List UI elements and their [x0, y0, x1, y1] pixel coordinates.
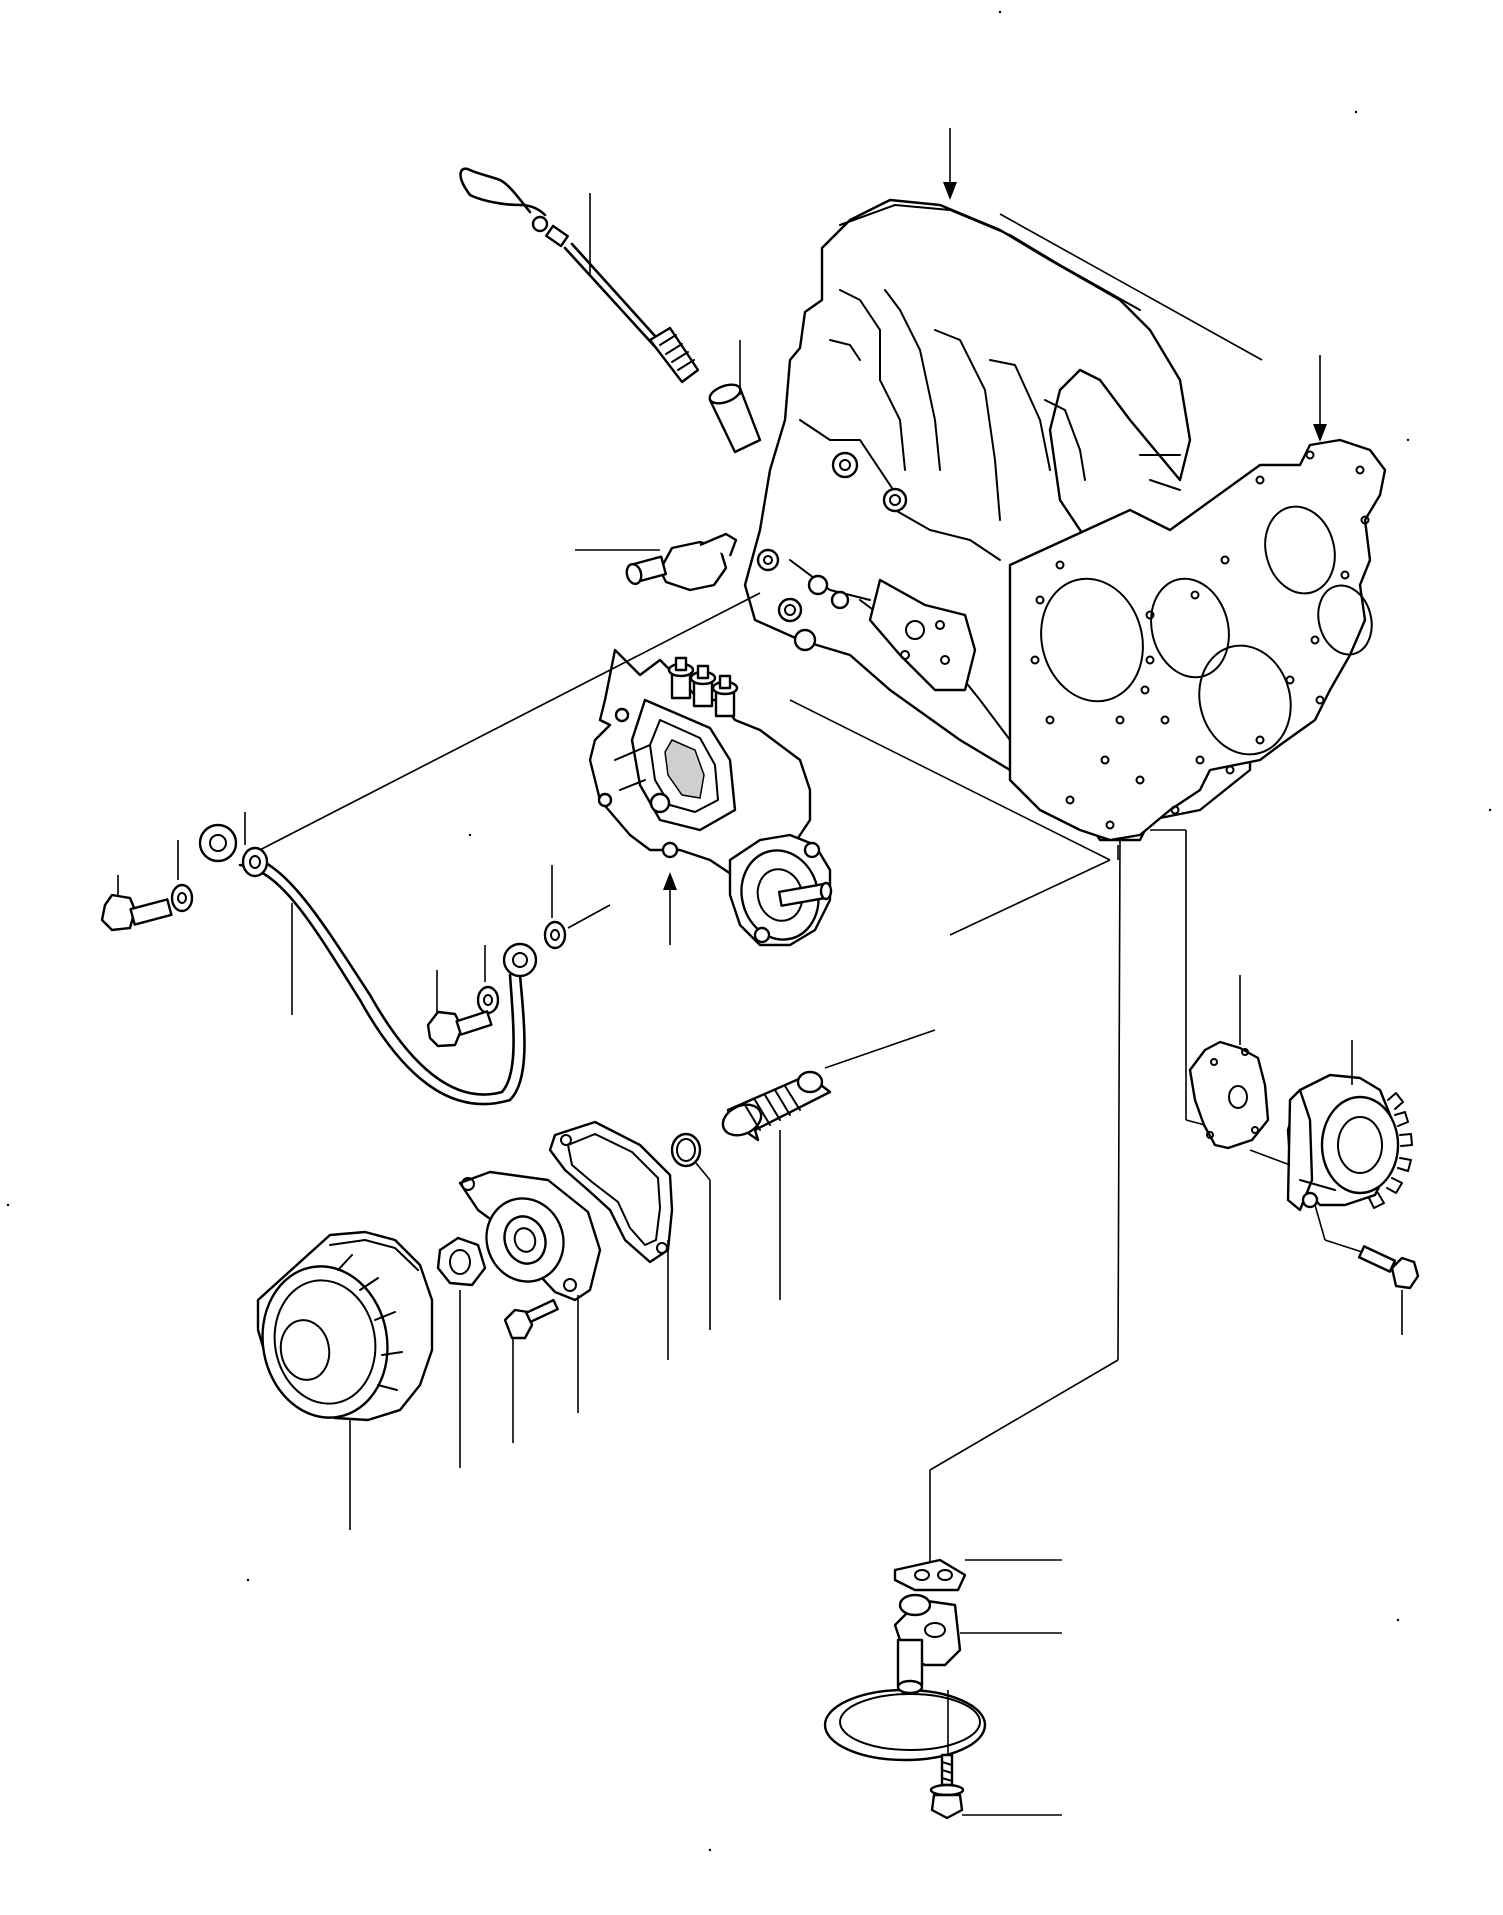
washer-4 [543, 865, 567, 950]
oil-strainer [823, 1593, 1062, 1762]
oil-filter [256, 1230, 434, 1530]
oil-pipe [198, 823, 538, 1106]
dipstick-guide [708, 340, 762, 454]
washer-2 [170, 840, 194, 913]
cylinder-block [743, 198, 1387, 842]
arrow-block-top [943, 128, 1263, 361]
filter-nut [436, 1236, 487, 1468]
washer-1 [241, 812, 269, 878]
oil-pressure-switch [575, 532, 738, 592]
filter-bracket [458, 1170, 602, 1413]
banjo-bolt-2 [426, 970, 493, 1048]
strainer-gasket [893, 1558, 1062, 1592]
filter-gasket [548, 1120, 674, 1360]
dipstick [459, 167, 700, 384]
bracket-bolt [503, 1298, 559, 1443]
o-ring [670, 1132, 711, 1330]
scan-speck [6, 10, 1492, 1852]
oil-pump-bolt [1357, 1245, 1420, 1335]
oil-pump-gasket [1188, 975, 1270, 1150]
banjo-bolt-1 [100, 875, 173, 932]
washer-3 [476, 945, 500, 1015]
strainer-bolt [929, 1690, 1062, 1820]
oil-pump [1286, 1040, 1413, 1212]
arrow-plate [1313, 355, 1327, 442]
relief-valve [721, 1029, 936, 1300]
injection-pump [588, 648, 833, 947]
